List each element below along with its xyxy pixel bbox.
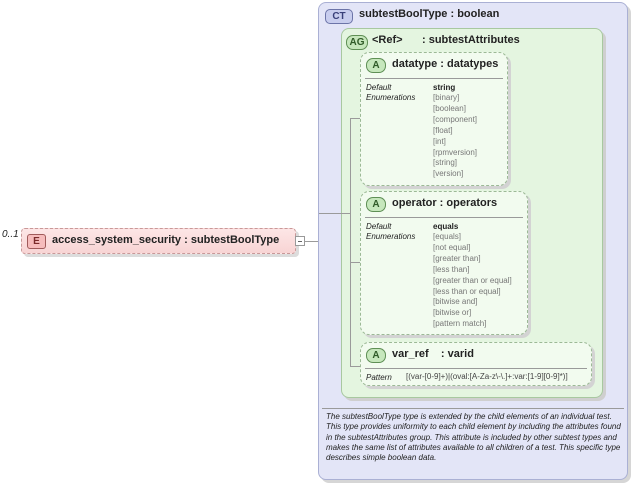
enum-item: [float] (433, 125, 453, 135)
enum-item: [int] (433, 136, 446, 146)
attribute-group-name: : subtestAttributes (422, 34, 520, 46)
connector-line (305, 241, 319, 242)
enum-item: [binary] (433, 93, 460, 102)
attribute-badge: A (366, 58, 386, 73)
tree-connector-vertical (350, 118, 351, 366)
default-label: Default (366, 222, 392, 231)
enum-item: [string] (433, 158, 458, 168)
enumerations-label: Enumerations (366, 93, 416, 102)
attribute-var-ref[interactable]: A var_ref : varid Pattern [(var-[0-9]+)|… (360, 342, 592, 386)
tree-connector-root (319, 213, 350, 214)
pattern-value: [(var-[0-9]+)|(oval:[A-Za-z\-\.]+:var:[1… (406, 372, 568, 381)
divider (365, 368, 587, 369)
enum-item: [less than] (433, 264, 470, 274)
complex-type-badge: CT (325, 9, 353, 24)
enum-item: [bitwise and] (433, 297, 478, 307)
divider (365, 78, 503, 79)
enum-item: [component] (433, 114, 478, 124)
enum-item: [boolean] (433, 103, 466, 113)
enumeration-list: [binary] [boolean] [component] [float] [… (433, 93, 477, 180)
attribute-title: var_ref : varid (392, 348, 474, 360)
tree-connector-branch (350, 118, 360, 119)
enum-item: [less than or equal] (433, 286, 501, 296)
element-node[interactable]: E access_system_security : subtestBoolTy… (21, 228, 296, 254)
documentation-text: The subtestBoolType type is extended by … (326, 412, 621, 463)
tree-connector-branch (350, 262, 360, 263)
element-label: access_system_security : subtestBoolType (52, 234, 280, 246)
attribute-title: datatype : datatypes (392, 58, 499, 70)
divider (365, 217, 523, 218)
enum-item: [bitwise or] (433, 308, 472, 318)
enum-item: [pattern match] (433, 319, 487, 329)
tree-connector-branch (350, 366, 360, 367)
default-label: Default (366, 83, 392, 92)
attribute-group-badge: AG (346, 35, 368, 50)
collapse-toggle[interactable] (295, 236, 305, 246)
pattern-label: Pattern (366, 373, 392, 382)
attribute-group-ref: <Ref> (372, 34, 403, 46)
documentation-divider (322, 408, 624, 409)
enum-item: [rpmversion] (433, 147, 478, 157)
enum-item: [greater than or equal] (433, 275, 512, 285)
default-value: string (433, 83, 456, 92)
default-value: equals (433, 222, 459, 231)
attribute-operator[interactable]: A operator : operators Default Enumerati… (360, 191, 528, 335)
enum-item: [not equal] (433, 242, 471, 252)
enum-item: [greater than] (433, 253, 481, 263)
attribute-badge: A (366, 348, 386, 363)
enumeration-list: [equals] [not equal] [greater than] [les… (433, 232, 512, 330)
complex-type-title: subtestBoolType : boolean (359, 8, 500, 20)
attribute-title: operator : operators (392, 197, 498, 209)
attribute-datatype[interactable]: A datatype : datatypes Default Enumerati… (360, 52, 508, 186)
attribute-badge: A (366, 197, 386, 212)
element-badge: E (27, 234, 46, 249)
element-cardinality: 0..1 (2, 229, 19, 240)
enum-item: [equals] (433, 232, 462, 241)
enum-item: [version] (433, 169, 464, 179)
enumerations-label: Enumerations (366, 232, 416, 241)
